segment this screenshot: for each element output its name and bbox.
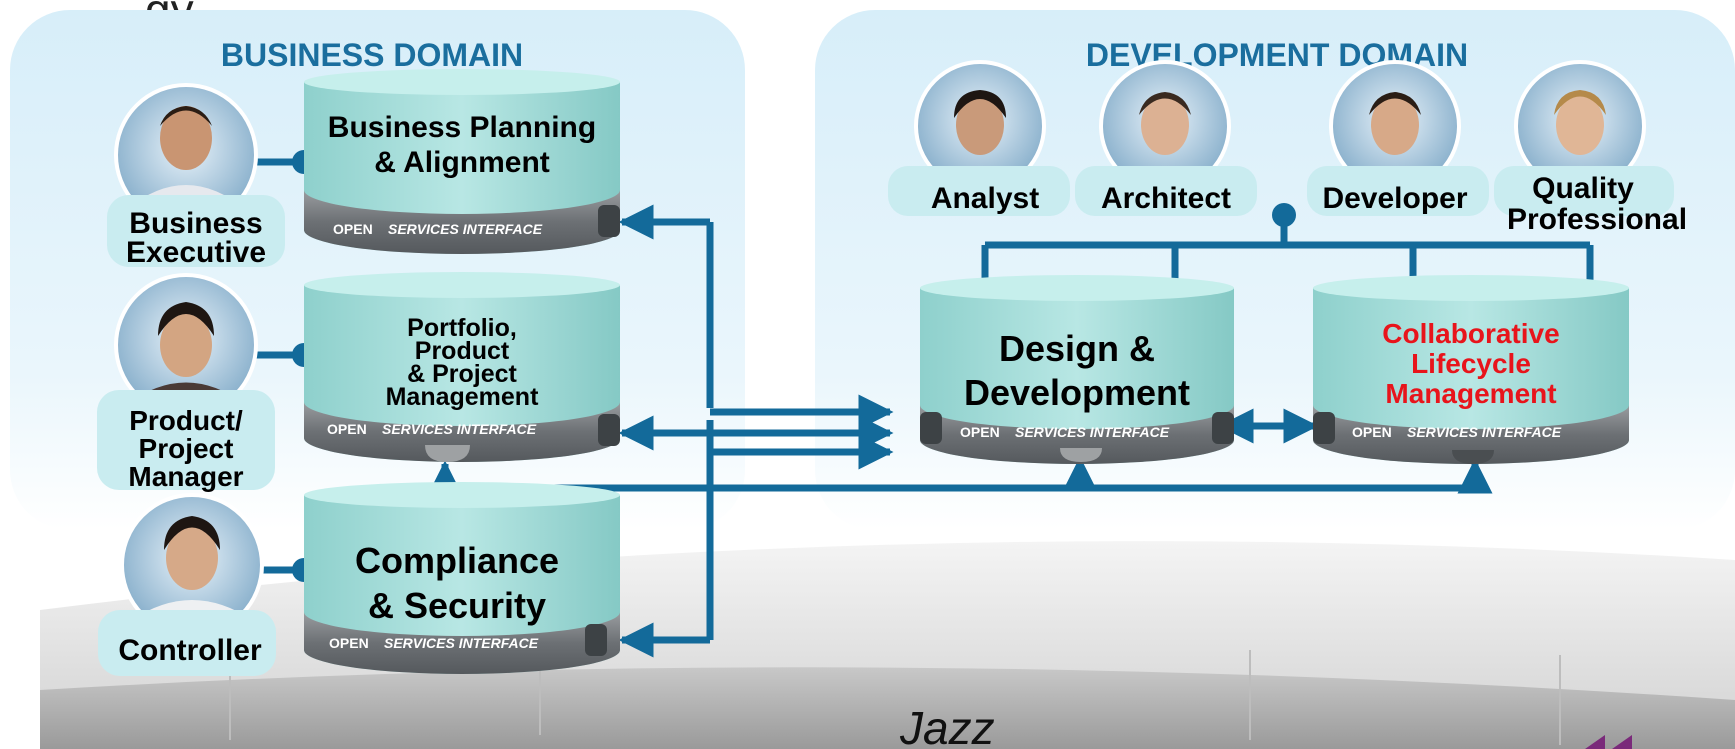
business-domain-heading: BUSINESS DOMAIN bbox=[221, 37, 523, 73]
interface-services-label: SERVICES INTERFACE bbox=[1407, 424, 1562, 440]
component-label: Design & bbox=[999, 328, 1155, 369]
role-business-executive: Business Executive bbox=[107, 83, 285, 269]
component-collaborative-lifecycle-management: Collaborative Lifecycle Management OPEN … bbox=[1313, 275, 1629, 464]
role-developer: Developer bbox=[1307, 60, 1489, 216]
component-label: & Alignment bbox=[374, 146, 550, 179]
interface-open-label: OPEN bbox=[327, 421, 367, 437]
role-quality-professional: Quality Professional bbox=[1494, 60, 1687, 236]
component-portfolio-management: Portfolio, Product & Project Management … bbox=[304, 272, 620, 462]
component-design-development: Design & Development OPEN SERVICES INTER… bbox=[920, 275, 1234, 464]
component-label: & Project bbox=[407, 360, 517, 388]
interface-open-label: OPEN bbox=[329, 635, 369, 651]
role-label: Quality bbox=[1532, 172, 1634, 205]
role-label: Business bbox=[129, 207, 262, 240]
role-label: Controller bbox=[118, 634, 262, 667]
role-analyst: Analyst bbox=[888, 60, 1070, 216]
interface-open-label: OPEN bbox=[960, 424, 1000, 440]
component-label: & Security bbox=[368, 585, 546, 626]
role-label: Analyst bbox=[931, 182, 1039, 215]
interface-services-label: SERVICES INTERFACE bbox=[382, 421, 537, 437]
component-label: Portfolio, bbox=[407, 314, 517, 342]
role-label: Architect bbox=[1101, 182, 1231, 215]
interface-services-label: SERVICES INTERFACE bbox=[384, 635, 539, 651]
forward-arrows-icon bbox=[1585, 735, 1632, 749]
role-architect: Architect bbox=[1075, 60, 1257, 216]
role-controller: Controller bbox=[98, 493, 276, 676]
component-label: Compliance bbox=[355, 540, 559, 581]
component-label-highlight: Lifecycle bbox=[1411, 348, 1531, 379]
role-label: Product/ bbox=[129, 405, 243, 436]
interface-open-label: OPEN bbox=[1352, 424, 1392, 440]
component-label-highlight: Management bbox=[1385, 378, 1556, 409]
component-label: Business Planning bbox=[328, 111, 596, 144]
component-label-highlight: Collaborative bbox=[1382, 318, 1559, 349]
role-label: Manager bbox=[128, 461, 243, 492]
interface-services-label: SERVICES INTERFACE bbox=[1015, 424, 1170, 440]
role-label: Developer bbox=[1322, 182, 1467, 215]
interface-services-label: SERVICES INTERFACE bbox=[388, 221, 543, 237]
component-label: Management bbox=[386, 383, 539, 411]
component-business-planning: Business Planning & Alignment OPEN SERVI… bbox=[304, 69, 620, 254]
component-label: Development bbox=[964, 372, 1190, 413]
role-label: Project bbox=[139, 433, 234, 464]
connector-lines bbox=[255, 158, 1594, 658]
interface-open-label: OPEN bbox=[333, 221, 373, 237]
jazz-logo: Jazz bbox=[899, 702, 995, 749]
role-product-project-manager: Product/ Project Manager bbox=[97, 273, 275, 492]
component-label: Product bbox=[415, 337, 510, 365]
role-label: Executive bbox=[126, 236, 266, 269]
role-label: Professional bbox=[1507, 203, 1687, 236]
component-compliance-security: Compliance & Security OPEN SERVICES INTE… bbox=[304, 482, 620, 674]
